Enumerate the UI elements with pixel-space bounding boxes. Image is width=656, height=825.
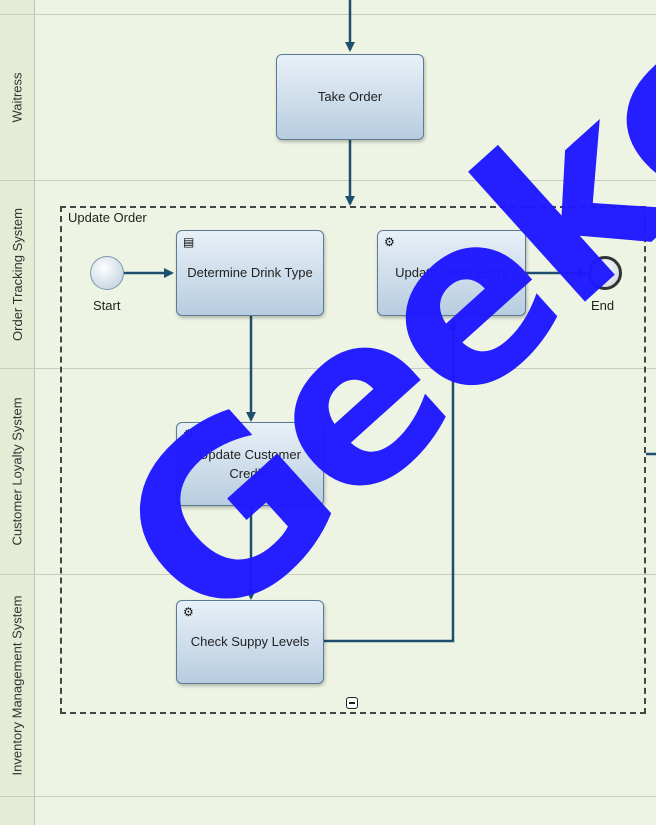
flow-check-supply-levels-to-update-order-entry (324, 320, 458, 643)
task-label-take-order: Take Order (317, 89, 383, 105)
start-event-label: Start (93, 298, 121, 313)
end-event[interactable] (588, 256, 622, 290)
task-label-determine-drink-type: Determine Drink Type (187, 265, 313, 281)
end-event-label: End (591, 298, 615, 313)
task-check-supply-levels[interactable]: ⚙ Check Suppy Levels (176, 600, 324, 684)
task-label-update-order-entry: Update Order Entry (395, 265, 508, 281)
lane-divider (0, 796, 656, 797)
lane-label-column (0, 0, 35, 825)
subprocess-label: Update Order (68, 210, 147, 225)
lane-divider (0, 14, 656, 15)
lane-divider (0, 574, 656, 575)
collapse-marker-icon[interactable] (346, 697, 358, 709)
task-take-order[interactable]: Take Order (276, 54, 424, 140)
task-label-check-supply-levels: Check Suppy Levels (190, 634, 310, 650)
gear-icon: ⚙ (183, 605, 194, 619)
task-determine-drink-type[interactable]: ▤ Determine Drink Type (176, 230, 324, 316)
task-update-order-entry[interactable]: ⚙ Update Order Entry (377, 230, 526, 316)
start-event[interactable] (90, 256, 124, 290)
update-order-subprocess[interactable] (60, 206, 646, 714)
task-label-update-customer-credits: Update Customer Credits (199, 446, 301, 482)
gear-icon: ⚙ (384, 235, 395, 249)
task-update-customer-credits[interactable]: ⚙ Update Customer Credits (176, 422, 324, 506)
gear-icon: ⚙ (183, 427, 194, 441)
lane-divider (0, 180, 656, 181)
lane-divider (0, 368, 656, 369)
table-icon: ▤ (183, 235, 195, 249)
